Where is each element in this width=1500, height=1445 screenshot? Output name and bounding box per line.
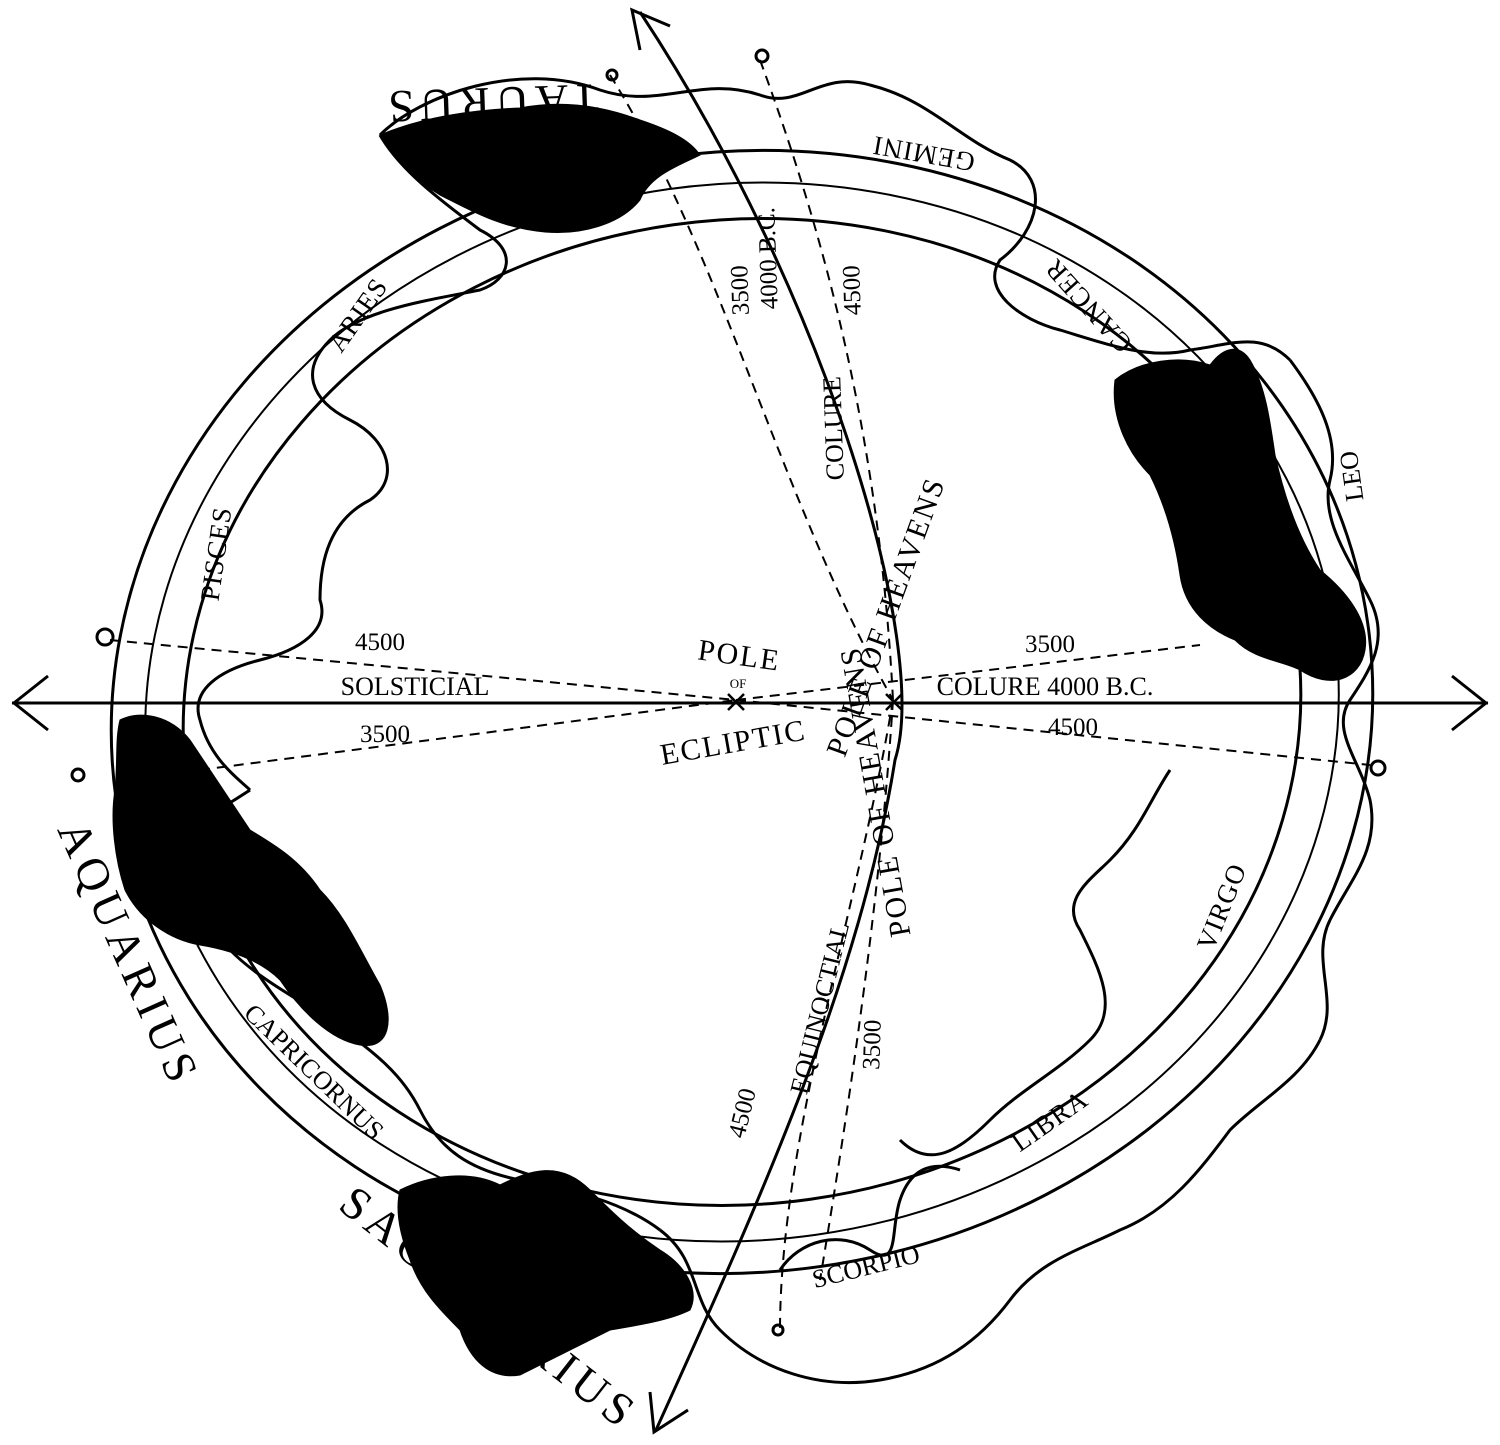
arrow-bottom-icon: [648, 1391, 689, 1435]
pole-marks: [727, 693, 903, 711]
label-upper-3500: 3500: [726, 265, 755, 316]
equinoctial-arc: [638, 11, 904, 1431]
pole-ecliptic-top: POLE: [696, 633, 783, 677]
arrow-top-icon: [629, 7, 671, 51]
solsticial-axis: [11, 674, 1489, 732]
ecliptic-pole-cross-icon: [727, 693, 745, 711]
arrow-right-icon: [1451, 674, 1489, 732]
solsticial-line-3500-right: [735, 644, 1201, 701]
zodiac-band: [109, 149, 1375, 1275]
label-left-4500: 4500: [355, 629, 405, 656]
label-cancer: CANCER: [1039, 253, 1139, 359]
outline-inner-scorpio: [778, 1164, 961, 1271]
pole-ecliptic-bottom: ECLIPTIC: [658, 714, 809, 772]
pole-ecliptic-of: OF: [730, 676, 747, 691]
colure-dashed-4500-bottom: [779, 699, 894, 1331]
circle-left-low: [70, 767, 86, 783]
heavens-pole-cross-icon: [885, 693, 903, 711]
solsticial-line-4500-left: [109, 639, 737, 701]
label-left-3500: 3500: [360, 721, 410, 748]
label-virgo: VIRGO: [1191, 859, 1253, 954]
equinoctial-colure: [629, 7, 904, 1435]
label-taurus: TAURUS: [382, 74, 600, 133]
solsticial-line-3500-left: [199, 699, 737, 771]
label-colure-upper: COLURE: [817, 376, 850, 481]
label-solsticial: SOLSTICIAL: [341, 672, 490, 701]
label-lower-3500: 3500: [858, 1019, 887, 1070]
outline-northwest: [196, 134, 508, 792]
outline-inner-south: [898, 769, 1172, 1157]
outline-north: [378, 77, 1292, 362]
circle-bottom: [771, 1323, 785, 1337]
outline-east: [1288, 359, 1380, 1041]
colure-dashed-4500-top: [759, 59, 894, 701]
sagittarius-figure: [397, 1170, 694, 1377]
solsticial-dashed-lines: [109, 639, 1371, 771]
label-colure-right: COLURE 4000 B.C.: [937, 672, 1154, 701]
circle-top-b: [605, 68, 619, 82]
taurus-figure: [379, 103, 701, 233]
arrow-left-icon: [11, 674, 49, 732]
solsticial-line-4500-right: [735, 699, 1371, 766]
band-outer-ring: [109, 149, 1375, 1275]
pole-heavens-top: POLE OF HEAVENS: [820, 473, 952, 761]
circle-left: [95, 627, 115, 647]
label-right-4500: 4500: [1048, 714, 1098, 741]
small-circles: [70, 48, 1387, 1337]
label-right-3500: 3500: [1025, 631, 1075, 658]
leo-figure: [1113, 348, 1367, 681]
label-leo: LEO: [1334, 449, 1370, 503]
label-upper-4500: 4500: [838, 265, 867, 316]
label-equinoctial: EQUINOCTIAL: [784, 919, 855, 1097]
label-lower-4500: 4500: [724, 1086, 762, 1141]
label-upper-4000: 4000 B.C.: [753, 207, 784, 310]
circle-top-a: [754, 48, 770, 64]
label-pisces: PISCES: [195, 505, 238, 603]
colure-labels: SOLSTICIAL COLURE 4000 B.C. COLURE EQUIN…: [341, 207, 1154, 1141]
aquarius-figure: [112, 714, 389, 1046]
constellation-figures: [112, 103, 1367, 1377]
circle-right: [1369, 759, 1387, 777]
outline-south: [659, 1039, 1322, 1384]
